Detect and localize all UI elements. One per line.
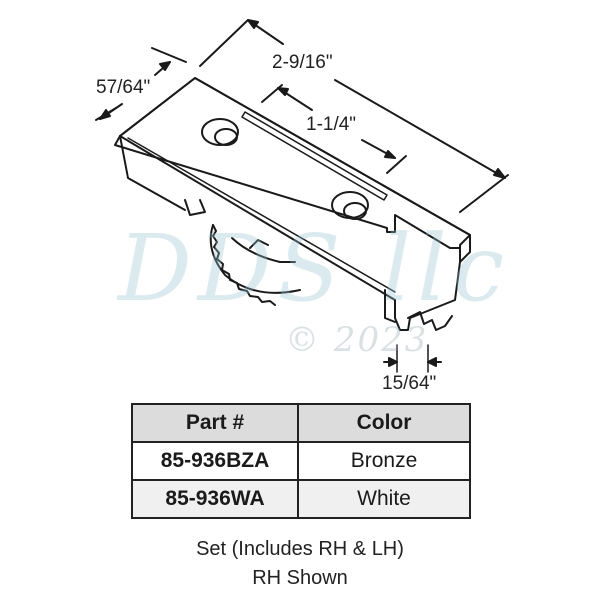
color-cell: Bronze	[297, 441, 471, 481]
table-header-row: Part # Color	[131, 403, 471, 443]
dimension-width-label: 57/64"	[96, 77, 151, 98]
table-row: 85-936WA White	[131, 479, 471, 519]
dimension-gap-label: 15/64"	[382, 373, 437, 394]
table-row: 85-936BZA Bronze	[131, 441, 471, 481]
color-cell: White	[297, 479, 471, 519]
parts-table: Part # Color 85-936BZA Bronze 85-936WA W…	[131, 403, 471, 519]
caption-rh-shown: RH Shown	[252, 567, 348, 589]
header-part-number: Part #	[131, 403, 299, 443]
dimension-length-label: 2-9/16"	[272, 52, 333, 73]
part-number-cell: 85-936WA	[131, 479, 299, 519]
header-color: Color	[297, 403, 471, 443]
roller-line-drawing	[95, 19, 509, 373]
part-number-cell: 85-936BZA	[131, 441, 299, 481]
dimension-slot-label: 1-1/4"	[306, 114, 357, 135]
caption-set-note: Set (Includes RH & LH)	[196, 538, 404, 560]
part-diagram: DDS llc © 2023 57/64" 2-9/16" 1-1/4" 15/…	[95, 19, 509, 394]
